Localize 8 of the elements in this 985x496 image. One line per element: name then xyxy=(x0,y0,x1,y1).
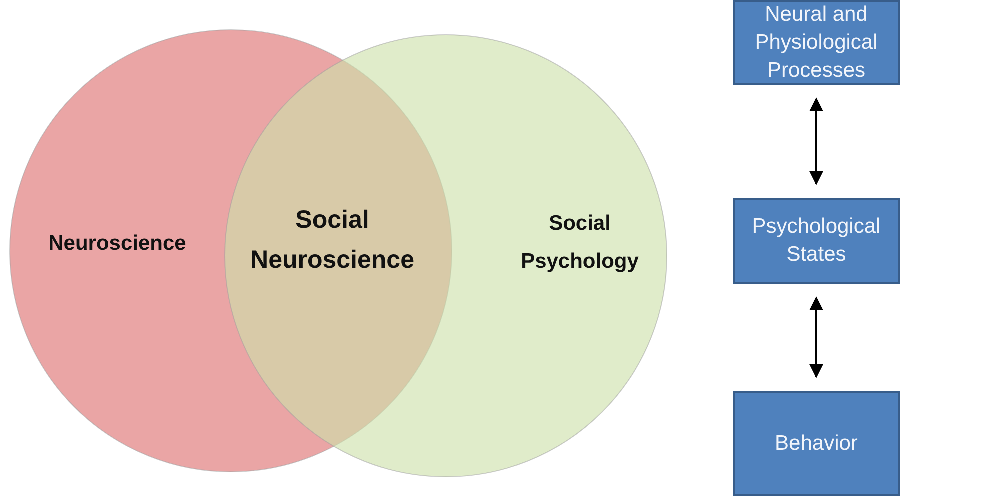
circle-label: Neuroscience xyxy=(48,231,188,257)
process-box: Psychological States xyxy=(733,198,900,284)
overlap-label: Social Neuroscience xyxy=(250,205,416,276)
process-box: Neural and Physiological Processes xyxy=(733,0,900,85)
circle-label: Social Psychology xyxy=(520,211,640,275)
process-box: Behavior xyxy=(733,391,900,496)
double-arrow xyxy=(810,98,824,186)
double-arrow xyxy=(810,296,824,378)
